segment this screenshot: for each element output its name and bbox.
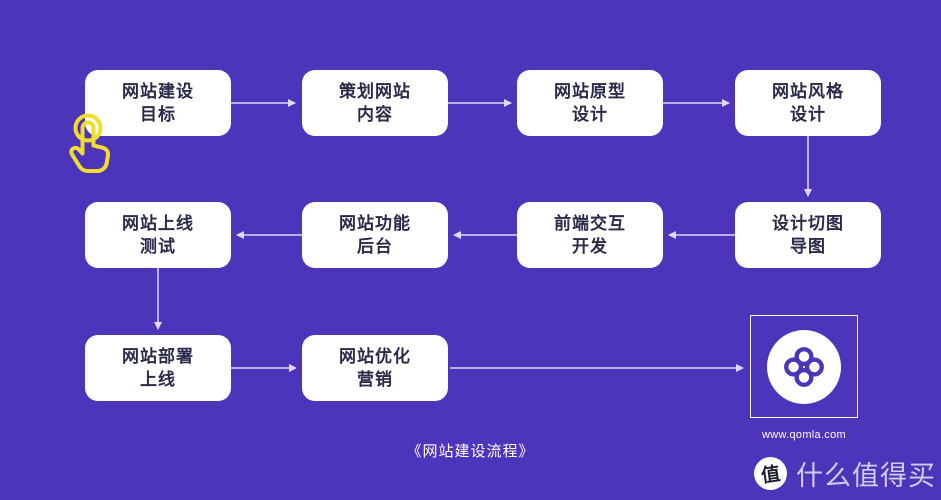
logo-box — [750, 315, 858, 418]
flow-node-goal: 网站建设 目标 — [85, 70, 231, 136]
node-label-line1: 网站优化 — [339, 347, 411, 366]
flow-node-deploy: 网站部署 上线 — [85, 335, 231, 401]
node-label-line2: 内容 — [357, 105, 393, 124]
node-label-line1: 网站上线 — [122, 214, 194, 233]
node-label-line1: 网站部署 — [122, 347, 194, 366]
diagram-caption: 《网站建设流程》 — [406, 443, 535, 460]
flow-node-prototype: 网站原型 设计 — [517, 70, 663, 136]
node-label-line2: 测试 — [140, 237, 176, 256]
node-label-line1: 前端交互 — [554, 214, 626, 233]
qomla-logo-icon — [784, 346, 824, 387]
node-label-line2: 后台 — [357, 237, 393, 256]
node-label-line1: 网站原型 — [554, 82, 626, 101]
flow-node-style: 网站风格 设计 — [735, 70, 881, 136]
node-label-line1: 设计切图 — [772, 214, 844, 233]
node-label-line2: 开发 — [572, 237, 608, 256]
node-label-line1: 网站功能 — [339, 214, 411, 233]
node-label-line2: 设计 — [572, 105, 608, 124]
node-label-line2: 导图 — [790, 237, 826, 256]
tap-hand-icon — [69, 113, 110, 174]
node-label-line1: 网站风格 — [772, 82, 844, 101]
flow-node-marketing: 网站优化 营销 — [302, 335, 448, 401]
flow-node-backend: 网站功能 后台 — [302, 202, 448, 268]
node-label-line2: 设计 — [790, 105, 826, 124]
watermark-brand-text: 什么值得买 — [796, 461, 936, 491]
logo-url-text: www.qomla.com — [762, 429, 846, 441]
watermark: 值 什么值得买 — [754, 454, 936, 493]
flow-node-slicing: 设计切图 导图 — [735, 202, 881, 268]
logo-circle — [767, 329, 841, 404]
node-label-line2: 目标 — [140, 105, 176, 124]
node-label-line2: 上线 — [140, 370, 176, 389]
node-label-line2: 营销 — [357, 370, 393, 389]
flow-node-plan: 策划网站 内容 — [302, 70, 448, 136]
node-label-line1: 策划网站 — [339, 82, 411, 101]
flow-node-test: 网站上线 测试 — [85, 202, 231, 268]
flow-node-frontend: 前端交互 开发 — [517, 202, 663, 268]
node-label-line1: 网站建设 — [122, 82, 194, 101]
zdm-badge-char: 值 — [759, 463, 782, 488]
zdm-badge-icon: 值 — [754, 457, 787, 490]
